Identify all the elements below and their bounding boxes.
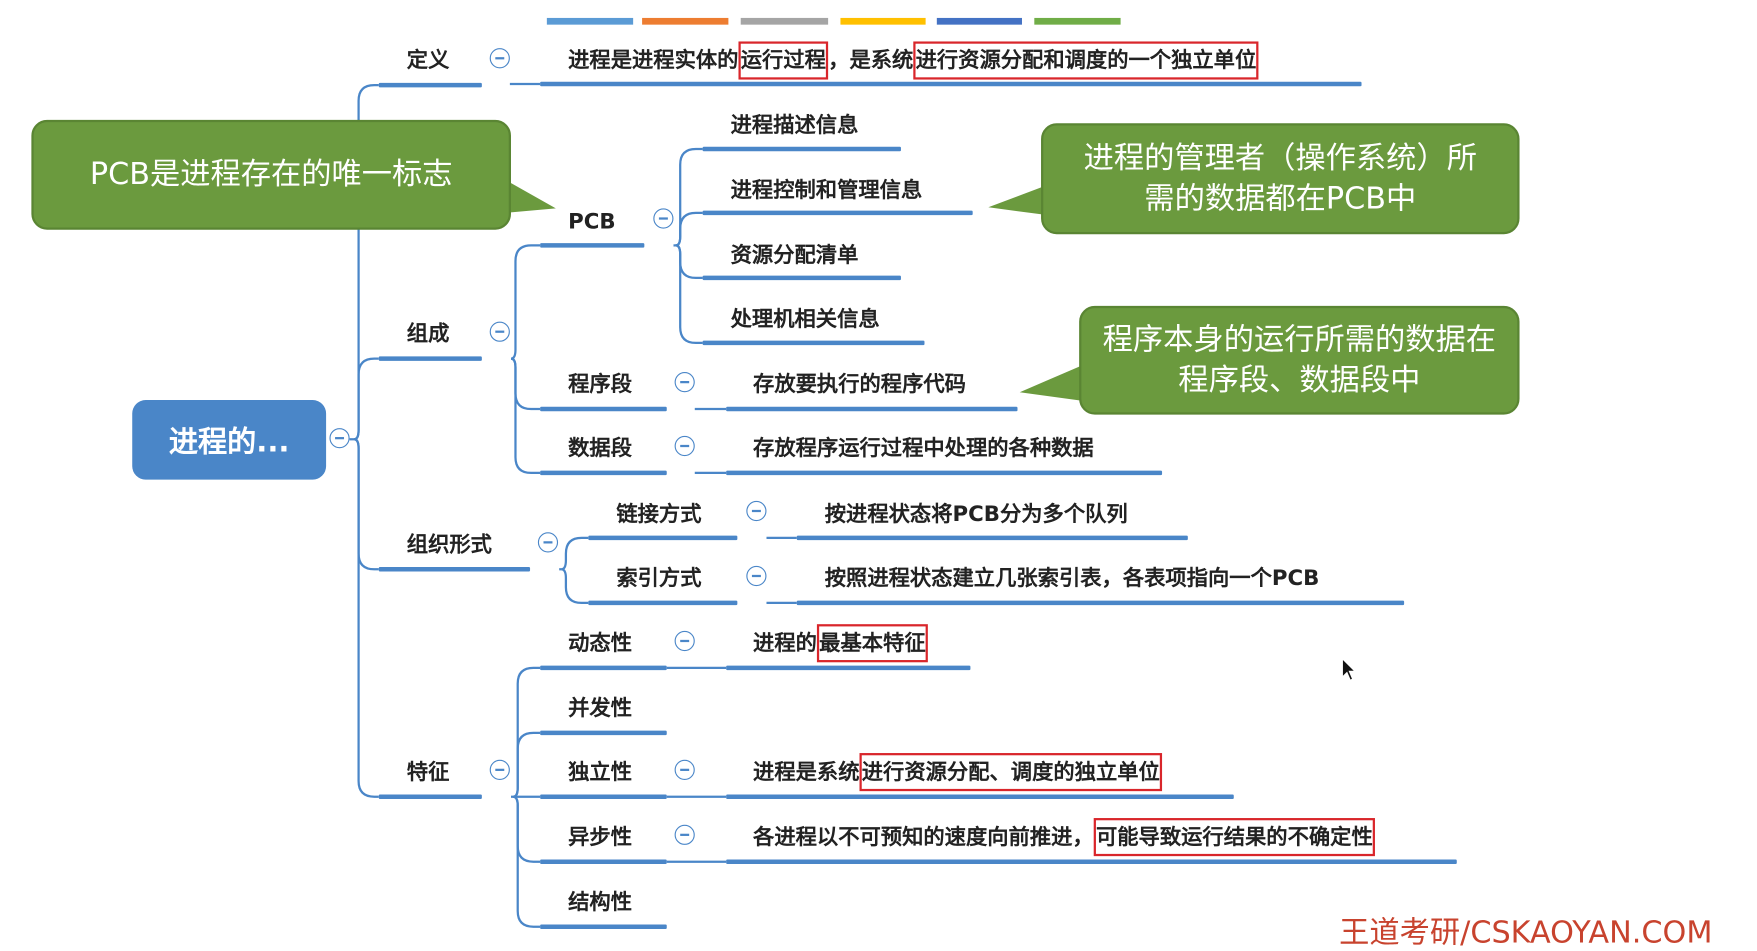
palette-swatch-blue[interactable] (546, 17, 634, 25)
collapse-icon[interactable] (674, 630, 695, 652)
collapse-icon[interactable] (653, 208, 674, 229)
text-segment: 各进程以不可预知的速度向前推进， (753, 824, 1094, 850)
node-definition[interactable]: 定义 (406, 48, 450, 73)
text-segment: ，是系统 (828, 48, 914, 73)
link-mode-desc[interactable]: 按进程状态将PCB分为多个队列 (824, 502, 1128, 527)
connector-line (510, 244, 541, 360)
collapse-icon[interactable] (746, 565, 767, 587)
palette-swatch-yellow[interactable] (840, 17, 926, 25)
connector-line (675, 211, 703, 247)
palette-swatch-gray[interactable] (740, 17, 829, 25)
node-composition[interactable]: 组成 (406, 321, 450, 347)
palette-swatch-orange[interactable] (642, 17, 729, 25)
connector-line (353, 438, 379, 798)
callout-pcb-unique[interactable]: PCB是进程存在的唯一标志 (31, 119, 511, 230)
pcb-item[interactable]: 资源分配清单 (730, 243, 859, 268)
collapse-icon[interactable] (329, 428, 350, 449)
palette-swatch-darkblue[interactable] (936, 17, 1022, 25)
collapse-icon[interactable] (746, 500, 767, 522)
text-segment: 进程的 (753, 630, 817, 656)
connector-line (561, 536, 589, 571)
node-structural[interactable]: 结构性 (568, 889, 633, 915)
collapse-icon[interactable] (489, 48, 510, 69)
connector-line (510, 357, 541, 475)
node-data-segment[interactable]: 数据段 (568, 435, 633, 461)
highlighted-text: 运行过程 (738, 41, 829, 80)
collapse-icon[interactable] (537, 532, 559, 553)
node-concurrent[interactable]: 并发性 (568, 695, 633, 721)
highlighted-text: 进行资源分配、调度的独立单位 (859, 753, 1163, 792)
connector-line (353, 357, 379, 441)
connector-line (561, 568, 589, 605)
dynamic-desc[interactable]: 进程的最基本特征 (753, 624, 928, 663)
node-async[interactable]: 异步性 (568, 824, 633, 850)
independent-desc[interactable]: 进程是系统进行资源分配、调度的独立单位 (753, 753, 1163, 792)
connector-line (675, 244, 703, 345)
palette-swatch-green[interactable] (1034, 17, 1121, 25)
collapse-icon[interactable] (489, 759, 510, 780)
text-segment: 进程是进程实体的 (568, 48, 739, 73)
node-dynamic[interactable]: 动态性 (568, 630, 633, 656)
root-node[interactable]: 进程的... (132, 400, 327, 480)
collapse-icon[interactable] (674, 435, 695, 457)
node-index-mode[interactable]: 索引方式 (616, 565, 702, 591)
pcb-item[interactable]: 进程控制和管理信息 (730, 178, 923, 203)
watermark: 王道考研/CSKAOYAN.COM (1339, 915, 1713, 951)
callout-pcb-data[interactable]: 进程的管理者（操作系统）所需的数据都在PCB中 (1041, 123, 1520, 235)
index-mode-desc[interactable]: 按照进程状态建立几张索引表，各表项指向一个PCB (824, 565, 1320, 591)
highlighted-text: 可能导致运行结果的不确定性 (1093, 818, 1376, 857)
pcb-item[interactable]: 处理机相关信息 (730, 307, 880, 332)
node-program-segment[interactable]: 程序段 (568, 372, 633, 397)
collapse-icon[interactable] (674, 372, 695, 393)
callout-program-data[interactable]: 程序本身的运行所需的数据在程序段、数据段中 (1079, 305, 1520, 415)
definition-text[interactable]: 进程是进程实体的运行过程，是系统进行资源分配和调度的一个独立单位 (568, 41, 1259, 80)
node-organization[interactable]: 组织形式 (406, 532, 492, 557)
node-independent[interactable]: 独立性 (568, 759, 633, 785)
highlighted-text: 进行资源分配和调度的一个独立单位 (913, 41, 1259, 80)
connector-line (513, 795, 541, 928)
program-segment-desc[interactable]: 存放要执行的程序代码 (753, 372, 966, 397)
highlighted-text: 最基本特征 (816, 624, 928, 663)
pcb-item[interactable]: 进程描述信息 (730, 113, 859, 138)
data-segment-desc[interactable]: 存放程序运行过程中处理的各种数据 (753, 435, 1094, 461)
async-desc[interactable]: 各进程以不可预知的速度向前推进，可能导致运行结果的不确定性 (753, 818, 1376, 857)
node-link-mode[interactable]: 链接方式 (616, 502, 702, 527)
node-features[interactable]: 特征 (406, 759, 450, 785)
collapse-icon[interactable] (674, 824, 695, 845)
text-segment: 进程是系统 (753, 759, 860, 785)
node-pcb[interactable]: PCB (568, 209, 616, 235)
collapse-icon[interactable] (674, 759, 695, 780)
collapse-icon[interactable] (489, 321, 510, 342)
